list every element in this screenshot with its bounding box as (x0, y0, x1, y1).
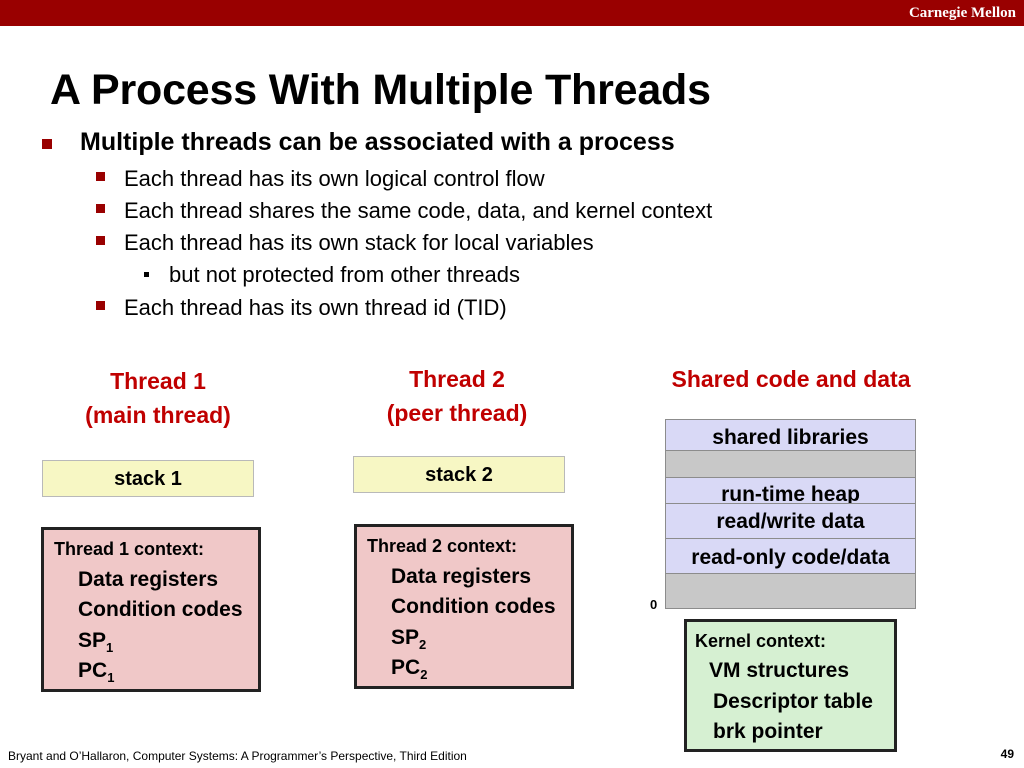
segment-runtime-heap: run-time heap (665, 477, 916, 504)
segment-gap (665, 450, 916, 478)
sub-bullet-text: Each thread shares the same code, data, … (124, 198, 713, 223)
bullet-square-icon (96, 301, 105, 310)
thread2-context-box: Thread 2 context: Data registers Conditi… (354, 524, 574, 689)
thread1-condition-codes: Condition codes (78, 598, 243, 621)
thread2-sp: SP2 (391, 626, 426, 652)
thread1-label: Thread 1 (main thread) (58, 364, 258, 432)
sub-sub-bullet-text: but not protected from other threads (169, 262, 520, 287)
shared-label: Shared code and data (671, 366, 911, 392)
thread1-context-head: Thread 1 context: (54, 539, 205, 559)
bullet-square-icon (96, 204, 105, 213)
page-number: 49 (1000, 747, 1014, 761)
bullet-square-icon (42, 139, 52, 149)
thread1-label-line2: (main thread) (85, 402, 231, 428)
pc-text: PC (391, 656, 421, 679)
bullet-square-icon (96, 236, 105, 245)
address-zero: 0 (650, 597, 658, 612)
segment-read-write-data: read/write data (665, 503, 916, 539)
slide-title: A Process With Multiple Threads (50, 66, 711, 114)
thread1-sp: SP1 (78, 629, 113, 655)
header-bar: Carnegie Mellon (0, 0, 1024, 26)
kernel-vm-structures: VM structures (709, 659, 850, 682)
thread2-label: Thread 2 (peer thread) (354, 362, 560, 430)
stack2-box: stack 2 (353, 456, 565, 493)
thread2-condition-codes: Condition codes (391, 595, 556, 618)
thread1-data-registers: Data registers (78, 568, 219, 591)
sub-bullet-text: Each thread has its own logical control … (124, 166, 545, 191)
footer-citation: Bryant and O’Hallaron, Computer Systems:… (8, 749, 467, 763)
bullet-main-text: Multiple threads can be associated with … (80, 128, 675, 156)
stack1-box: stack 1 (42, 460, 254, 497)
sub-bullet-text: Each thread has its own stack for local … (124, 230, 594, 255)
sub-bullet-text: Each thread has its own thread id (TID) (124, 295, 507, 320)
pc-subscript: 2 (420, 667, 428, 683)
kernel-brk-pointer: brk pointer (713, 720, 823, 743)
sp-subscript: 1 (106, 640, 114, 656)
segment-read-only-code: read-only code/data (665, 538, 916, 574)
thread2-data-registers: Data registers (391, 565, 532, 588)
kernel-descriptor-table: Descriptor table (713, 690, 873, 713)
thread1-context-box: Thread 1 context: Data registers Conditi… (41, 527, 261, 692)
thread2-context-head: Thread 2 context: (367, 536, 518, 556)
kernel-context-box: Kernel context: VM structures Descriptor… (684, 619, 897, 752)
pc-text: PC (78, 659, 108, 682)
kernel-context-head: Kernel context: (695, 631, 827, 651)
thread2-pc: PC2 (391, 656, 427, 682)
segment-bottom (665, 573, 916, 609)
thread2-label-line2: (peer thread) (386, 400, 528, 426)
brand-label: Carnegie Mellon (908, 5, 1016, 21)
sp-text: SP (78, 629, 107, 652)
sp-subscript: 2 (419, 637, 427, 653)
thread1-label-line1: Thread 1 (110, 368, 206, 394)
segment-shared-libraries: shared libraries (665, 419, 916, 451)
bullet-small-square-icon (144, 272, 149, 277)
thread2-label-line1: Thread 2 (409, 366, 505, 392)
thread1-pc: PC1 (78, 659, 114, 685)
pc-subscript: 1 (107, 670, 115, 686)
bullet-square-icon (96, 172, 105, 181)
sp-text: SP (391, 626, 420, 649)
